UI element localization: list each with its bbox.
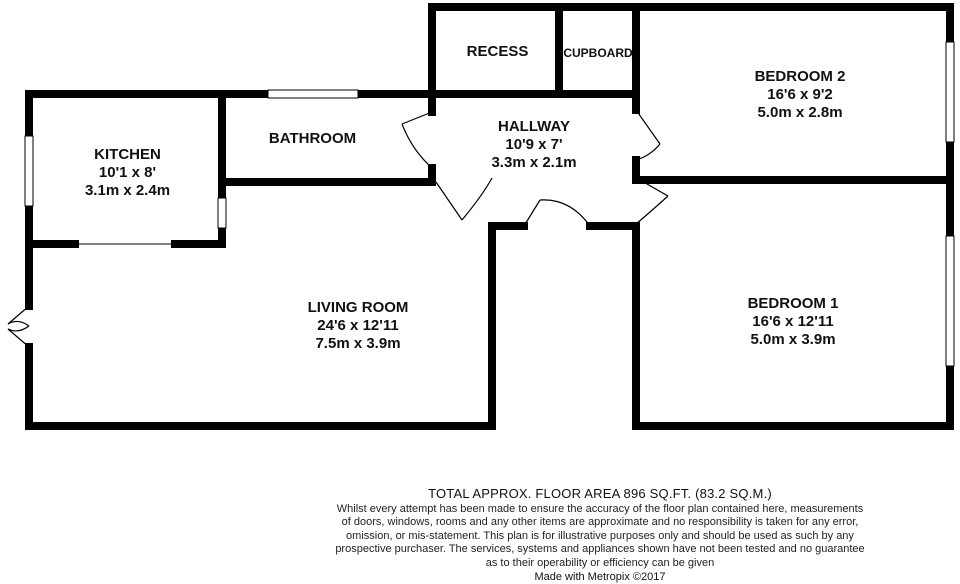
- bedroom2-label: BEDROOM 2 16'6 x 9'2 5.0m x 2.8m: [720, 68, 880, 122]
- disclaimer-line: of doors, windows, rooms and any other i…: [341, 516, 859, 529]
- window-kitchen-left: [24, 135, 34, 207]
- disclaimer-line: prospective purchaser. The services, sys…: [335, 543, 865, 556]
- disclaimer-line: omission, or mis-statement. This plan is…: [346, 529, 854, 542]
- living-room-imperial: 24'6 x 12'11: [317, 317, 399, 334]
- hallway-label: HALLWAY 10'9 x 7' 3.3m x 2.1m: [464, 118, 604, 172]
- disclaimer-line: Whilst every attempt has been made to en…: [336, 503, 864, 515]
- bedroom1-label: BEDROOM 1 16'6 x 12'11 5.0m x 3.9m: [713, 295, 873, 349]
- hallway-imperial: 10'9 x 7': [505, 136, 563, 153]
- disclaimer-line: as to their operability or efficiency ca…: [485, 556, 715, 569]
- kitchen-metric: 3.1m x 2.4m: [84, 182, 171, 199]
- cupboard-name: CUPBOARD: [563, 46, 633, 60]
- bathroom-name: BATHROOM: [268, 130, 357, 147]
- kitchen-label: KITCHEN 10'1 x 8' 3.1m x 2.4m: [60, 146, 195, 200]
- living-room-name: LIVING ROOM: [307, 299, 409, 316]
- window-bathroom: [267, 89, 359, 99]
- bedroom2-metric: 5.0m x 2.8m: [757, 104, 843, 121]
- disclaimer: Whilst every attempt has been made to en…: [320, 503, 880, 570]
- hallway-name: HALLWAY: [498, 118, 570, 135]
- bedroom1-name: BEDROOM 1: [747, 295, 839, 312]
- recess-name: RECESS: [466, 43, 529, 60]
- recess-label: RECESS: [440, 43, 555, 61]
- total-floor-area: TOTAL APPROX. FLOOR AREA 896 SQ.FT. (83.…: [428, 486, 772, 501]
- living-room-label: LIVING ROOM 24'6 x 12'11 7.5m x 3.9m: [278, 299, 438, 353]
- kitchen-imperial: 10'1 x 8': [98, 164, 157, 181]
- kitchen-name: KITCHEN: [94, 146, 161, 163]
- living-room-metric: 7.5m x 3.9m: [315, 335, 401, 352]
- bedroom2-name: BEDROOM 2: [754, 68, 846, 85]
- window-bedroom2: [945, 41, 955, 143]
- hallway-metric: 3.3m x 2.1m: [491, 154, 577, 171]
- window-bedroom1: [945, 235, 955, 367]
- bedroom2-imperial: 16'6 x 9'2: [767, 86, 833, 103]
- bedroom1-metric: 5.0m x 3.9m: [750, 331, 836, 348]
- bedroom1-imperial: 16'6 x 12'11: [752, 313, 834, 330]
- window-kitchen-right: [217, 197, 227, 229]
- bathroom-label: BATHROOM: [240, 130, 385, 148]
- cupboard-label: CUPBOARD: [561, 44, 635, 62]
- metropix-credit: Made with Metropix ©2017: [534, 571, 666, 583]
